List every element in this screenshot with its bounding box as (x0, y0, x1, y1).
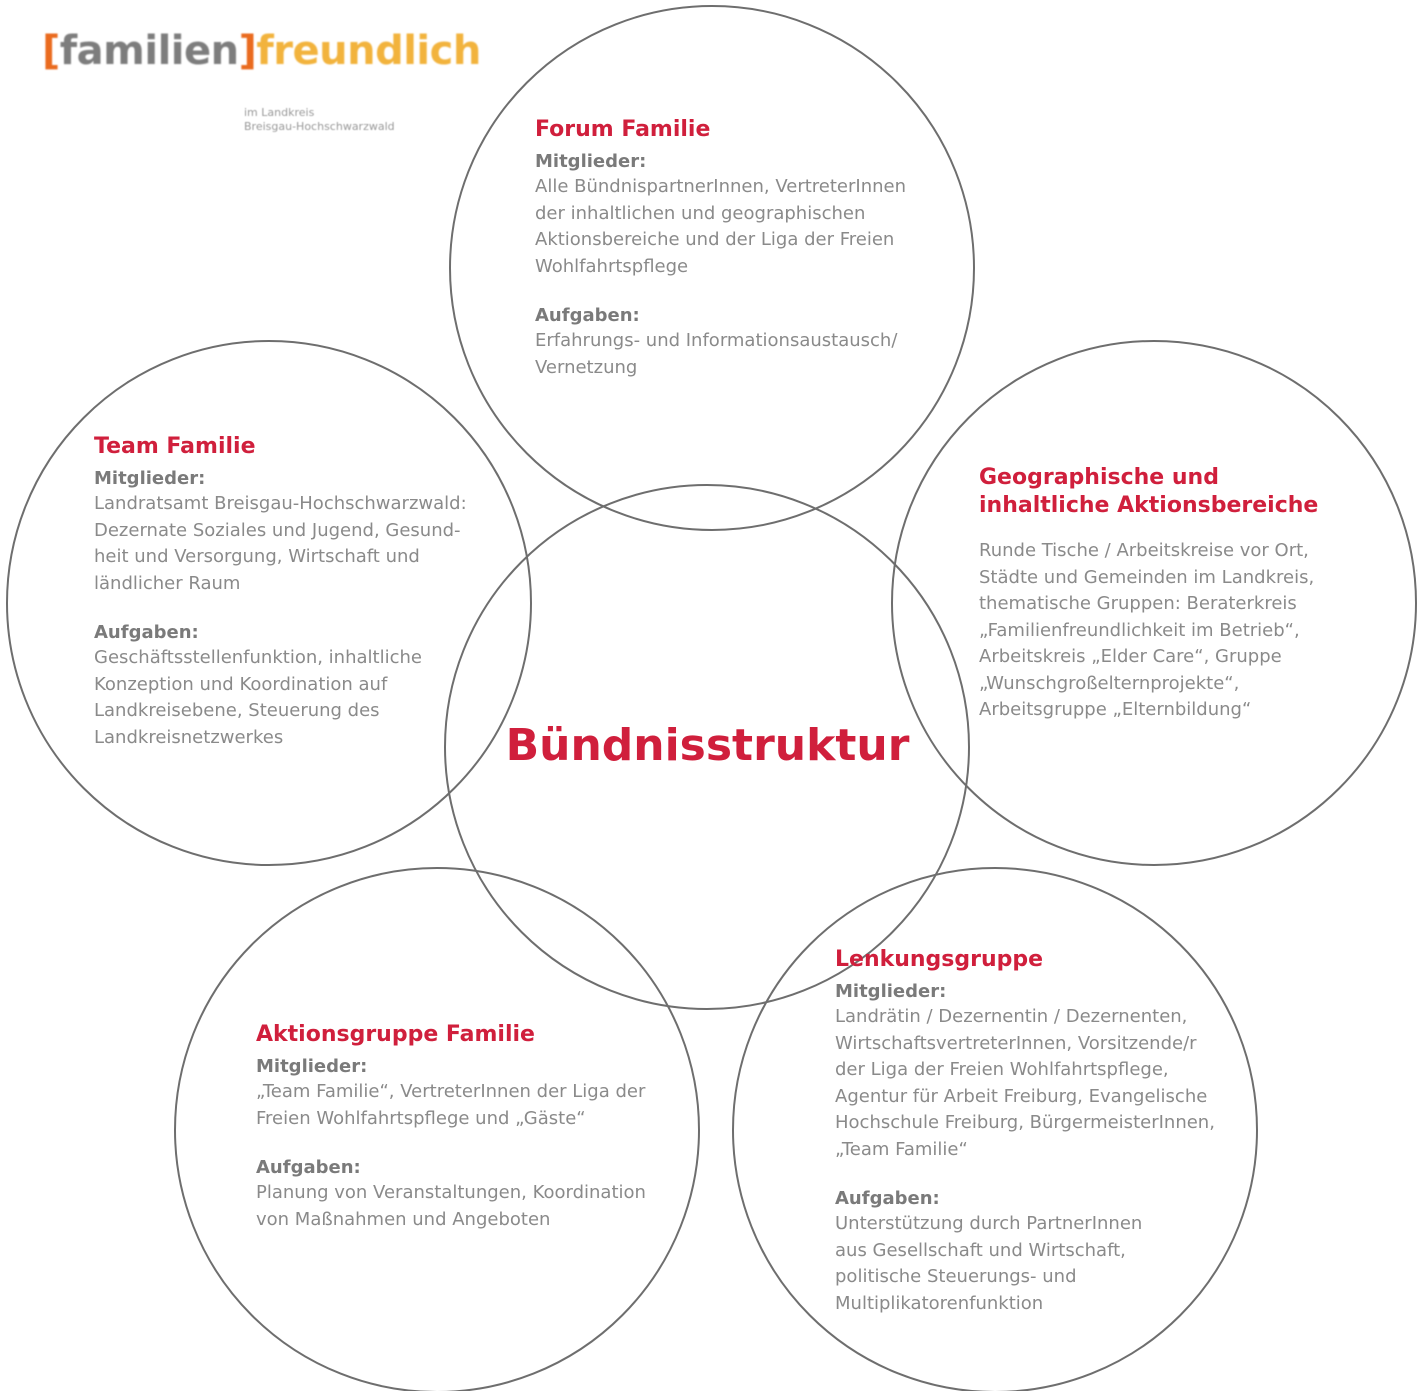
geo-title-line: Geographische und (979, 465, 1219, 490)
aktion-members-line: Freien Wohlfahrtspflege und „Gäste“ (256, 1107, 586, 1129)
circle-forum-familie (449, 5, 975, 531)
team-members-line: Landratsamt Breisgau-Hochschwarzwald: (94, 493, 467, 514)
geographische-aktionsbereiche-block: Geographische und inhaltliche Aktionsber… (979, 464, 1379, 724)
familienfreundlich-logo: [familien]freundlich im Landkreis Breisg… (12, 8, 481, 158)
buendnisstruktur-title: Bündnisstruktur (505, 720, 910, 771)
geo-text-line: „Familienfreundlichkeit im Betrieb“, (979, 619, 1300, 641)
logo-bracket-close: ] (238, 28, 257, 74)
lenkung-members-line: WirtschaftsvertreterInnen, Vorsitzende/r (835, 1032, 1197, 1054)
geo-title-line: inhaltliche Aktionsbereiche (979, 493, 1319, 518)
team-familie-block: Team Familie Mitglieder: Landratsamt Bre… (94, 433, 504, 751)
forum-members-line: Aktionsbereiche und der Liga der Freien (535, 229, 895, 250)
geo-text-line: Arbeitsgruppe „Elternbildung“ (979, 699, 1252, 720)
geo-text-line: Runde Tische / Arbeitskreise vor Ort, (979, 540, 1309, 561)
forum-tasks-line: Erfahrungs- und Informationsaustausch/ (535, 330, 898, 351)
forum-familie-block: Forum Familie Mitglieder: Alle Bündnispa… (535, 116, 935, 381)
logo-bracket-open: [ (42, 28, 60, 74)
forum-familie-title: Forum Familie (535, 117, 711, 142)
lenkung-tasks-line: Unterstützung durch PartnerInnen (835, 1213, 1143, 1234)
forum-members-line: Wohlfahrtspflege (535, 255, 689, 277)
logo-subtitle-line: im Landkreis (244, 106, 315, 119)
forum-tasks-label: Aufgaben: (535, 305, 640, 326)
circle-aktionsgruppe-familie (174, 867, 700, 1391)
lenkungsgruppe-block: Lenkungsgruppe Mitglieder: Landrätin / D… (835, 946, 1245, 1317)
lenkung-tasks-line: politische Steuerungs- und (835, 1266, 1077, 1287)
lenkungsgruppe-title: Lenkungsgruppe (835, 947, 1044, 972)
circle-team-familie (6, 340, 532, 866)
team-familie-title: Team Familie (94, 434, 256, 459)
team-members-line: heit und Versorgung, Wirtschaft und (94, 546, 420, 567)
team-tasks-line: Landkreisebene, Steuerung des (94, 700, 380, 721)
geo-text-line: „Wunschgroßelternprojekte“, (979, 672, 1240, 694)
lenkung-members-line: der Liga der Freien Wohlfahrtspflege, (835, 1059, 1169, 1080)
aktion-tasks-line: von Maßnahmen und Angeboten (256, 1208, 551, 1230)
geo-text-line: Arbeitskreis „Elder Care“, Gruppe (979, 646, 1282, 667)
lenkung-members-line: Hochschule Freiburg, BürgermeisterInnen, (835, 1112, 1215, 1133)
lenkung-members-label: Mitglieder: (835, 981, 947, 1002)
aktionsgruppe-familie-title: Aktionsgruppe Familie (256, 1022, 535, 1047)
team-tasks-line: Konzeption und Koordination auf (94, 673, 388, 695)
logo-subtitle: im Landkreis Breisgau-Hochschwarzwald (244, 106, 395, 134)
logo-word-freundlich: freundlich (256, 28, 481, 74)
team-members-label: Mitglieder: (94, 468, 206, 489)
team-tasks-label: Aufgaben: (94, 622, 199, 643)
aktion-members-line: „Team Familie“, VertreterInnen der Liga … (256, 1081, 646, 1102)
lenkung-members-line: „Team Familie“ (835, 1138, 968, 1160)
aktionsgruppe-familie-block: Aktionsgruppe Familie Mitglieder: „Team … (256, 1021, 676, 1233)
lenkung-tasks-line: Multiplikatorenfunktion (835, 1292, 1044, 1314)
aktion-tasks-line: Planung von Veranstaltungen, Koordinatio… (256, 1182, 646, 1203)
circle-buendnisstruktur (444, 484, 970, 1010)
aktion-tasks-label: Aufgaben: (256, 1157, 361, 1178)
geo-text-line: Städte und Gemeinden im Landkreis, (979, 566, 1315, 588)
team-tasks-line: Landkreisnetzwerkes (94, 726, 284, 748)
forum-tasks-line: Vernetzung (535, 356, 638, 378)
team-members-line: Dezernate Soziales und Jugend, Gesund- (94, 519, 461, 541)
logo-wordmark: [familien]freundlich (42, 28, 481, 74)
circle-geographische-aktionsbereiche (891, 340, 1417, 866)
aktion-members-label: Mitglieder: (256, 1056, 368, 1077)
forum-members-line: der inhaltlichen und geographischen (535, 202, 866, 224)
team-members-line: ländlicher Raum (94, 572, 241, 594)
geo-text-line: thematische Gruppen: Beraterkreis (979, 593, 1297, 614)
forum-members-line: Alle BündnispartnerInnen, VertreterInnen (535, 176, 907, 197)
logo-subtitle-line: Breisgau-Hochschwarzwald (244, 120, 395, 133)
forum-members-label: Mitglieder: (535, 151, 647, 172)
lenkung-members-line: Agentur für Arbeit Freiburg, Evangelisch… (835, 1085, 1208, 1107)
lenkung-tasks-label: Aufgaben: (835, 1188, 940, 1209)
lenkung-members-line: Landrätin / Dezernentin / Dezernenten, (835, 1006, 1188, 1027)
circle-lenkungsgruppe (732, 867, 1258, 1391)
team-tasks-line: Geschäftsstellenfunktion, inhaltliche (94, 647, 422, 668)
logo-word-familien: familien (59, 28, 239, 74)
lenkung-tasks-line: aus Gesellschaft und Wirtschaft, (835, 1239, 1126, 1261)
